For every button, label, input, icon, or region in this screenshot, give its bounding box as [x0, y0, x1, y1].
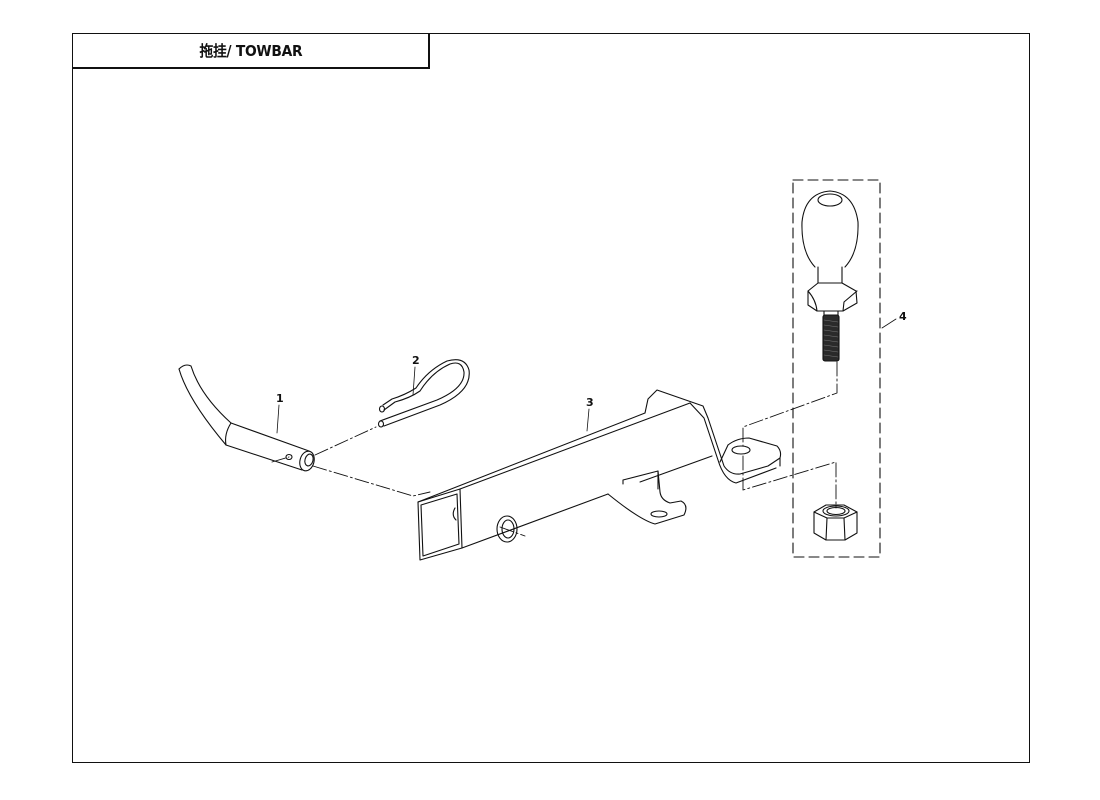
- callout-3: 3: [586, 396, 594, 409]
- page-title: 拖挂/ TOWBAR: [199, 42, 302, 60]
- callout-2: 2: [412, 354, 420, 367]
- callout-1: 1: [276, 392, 284, 405]
- callouts: 1 2 3 4: [276, 310, 907, 434]
- callout-4: 4: [899, 310, 907, 323]
- receiver-tube-part: [417, 389, 782, 561]
- part-4-group-box: [792, 179, 881, 558]
- nut-part: [813, 504, 858, 541]
- drawing-frame: [72, 33, 1030, 763]
- r-clip-part: [377, 359, 470, 428]
- tow-ball-part: [801, 190, 859, 362]
- assembly-lines: [271, 361, 838, 537]
- title-box: 拖挂/ TOWBAR: [72, 33, 430, 69]
- hitch-pin-part: [178, 364, 315, 472]
